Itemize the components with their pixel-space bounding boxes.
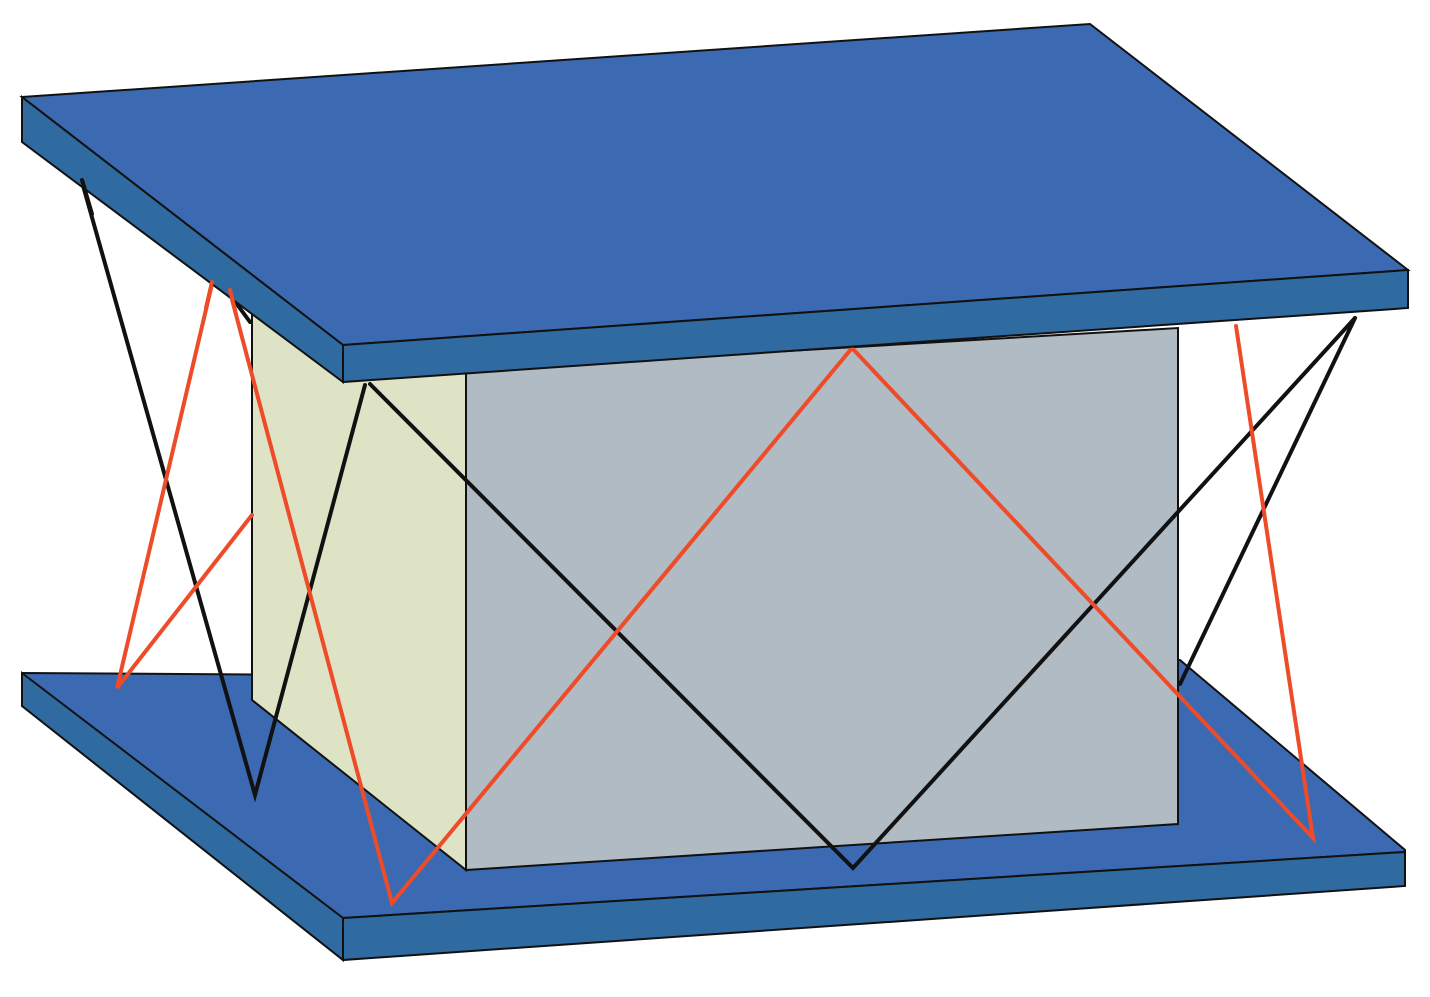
bottom-plate-left-edge: [21, 670, 344, 963]
core-block-front-face: [465, 326, 1179, 872]
red-cable-left-inner: [228, 290, 1316, 908]
red-cable-left-outer: [115, 282, 254, 690]
red-cable-anchor-left-2: [228, 288, 238, 316]
red-cable-anchor-left: [204, 280, 214, 310]
red-cables: [115, 282, 1316, 908]
black-cable-front: [368, 316, 1357, 871]
top-plate-left-edge: [21, 94, 344, 384]
cable-anchors: [80, 178, 238, 316]
black-cable-left: [80, 180, 367, 803]
core-block: [251, 308, 1179, 873]
top-plate: [19, 22, 1411, 384]
black-cable-anchor-left: [80, 178, 94, 216]
black-cable-right: [1178, 316, 1357, 686]
